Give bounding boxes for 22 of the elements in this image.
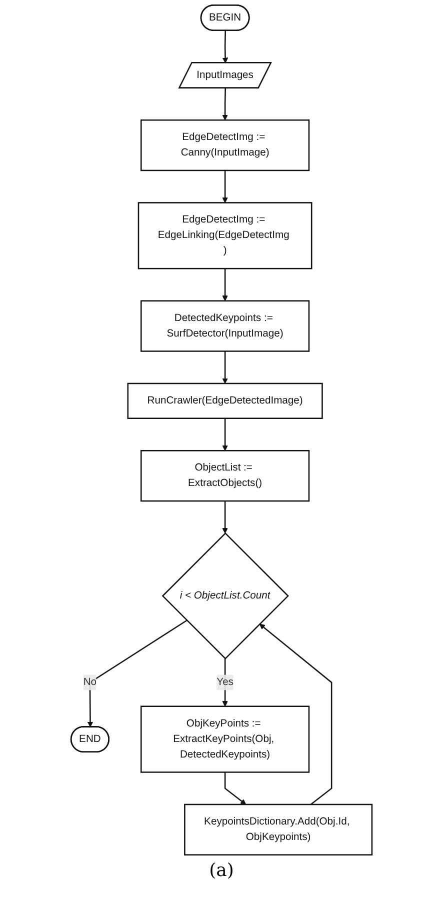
node-box: ObjKeyPoints := ExtractKeyPoints(Obj, DetectedKeypoints) — [140, 706, 310, 773]
arrow — [222, 30, 228, 64]
arrow — [222, 268, 228, 302]
arrow — [222, 351, 228, 384]
arrow — [222, 88, 228, 120]
arrow — [222, 501, 228, 534]
caption: (a) — [208, 860, 235, 881]
node-box: KeypointsDictionary.Add(Obj.Id, ObjKeypoints) — [184, 804, 373, 856]
arrow — [222, 170, 228, 203]
node-box: RunCrawler(EdgeDetectedImage) — [127, 382, 323, 419]
arrow — [87, 620, 188, 728]
node-diamond: i < ObjectList.Count — [162, 532, 289, 660]
arrow — [222, 418, 228, 451]
node-box: ObjectList := ExtractObjects() — [140, 450, 310, 502]
node-box: EdgeDetectImg := EdgeLinking(EdgeDetectImg ) — [138, 202, 312, 270]
node-box: DetectedKeypoints := SurfDetector(InputImage) — [140, 300, 310, 352]
arrow — [222, 658, 228, 707]
edge-label: No — [83, 676, 97, 688]
node-box: EdgeDetectImg := Canny(InputImage) — [140, 119, 310, 172]
arrow — [259, 624, 332, 805]
arrow — [224, 772, 246, 805]
edge-label: Yes — [216, 676, 234, 688]
